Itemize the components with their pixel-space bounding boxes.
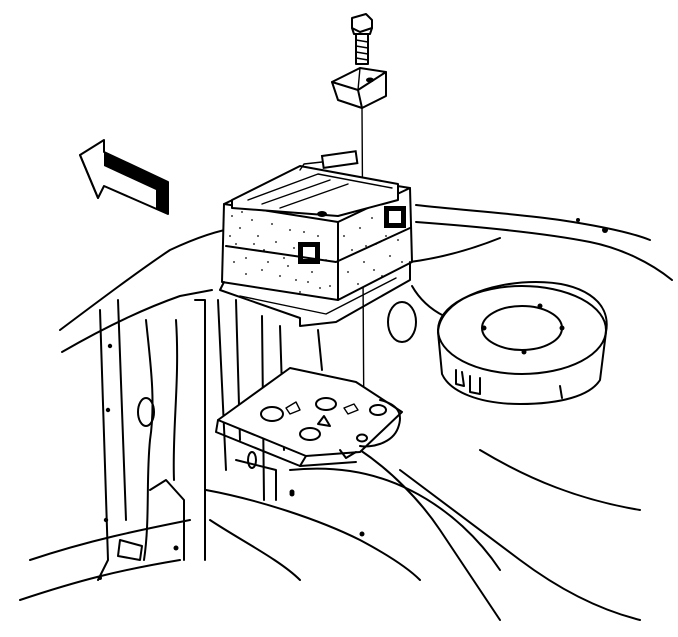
vehicle-body-structure — [19, 204, 673, 621]
direction-arrow — [79, 139, 169, 215]
spare-tire-well — [437, 281, 608, 405]
battery — [219, 150, 413, 327]
battery-case-speckle — [229, 211, 403, 293]
hold-down-bolt — [351, 13, 373, 65]
hold-down-retainer — [331, 67, 387, 109]
battery-tray — [215, 367, 403, 467]
